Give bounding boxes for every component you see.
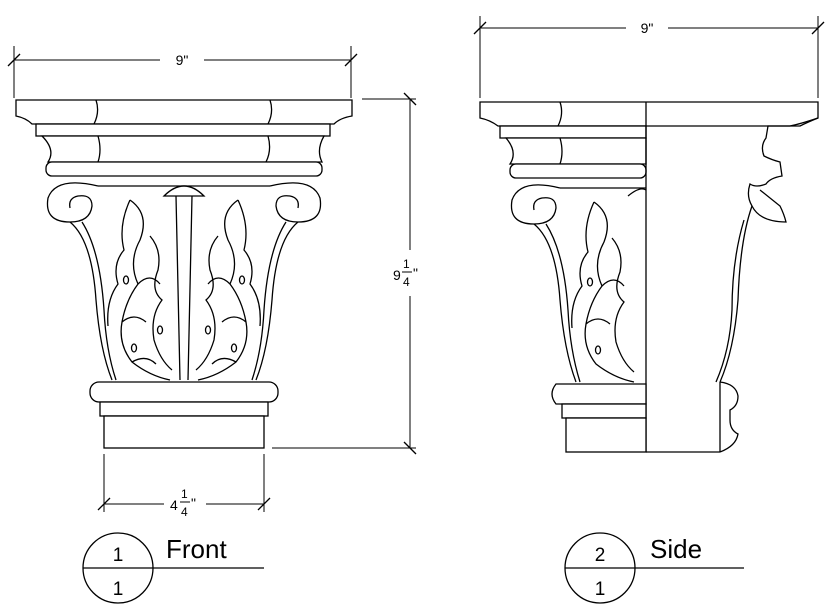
side-view-title-block: 2 1 Side	[564, 532, 744, 604]
front-base-width-unit: "	[191, 495, 196, 511]
side-base-block	[565, 417, 647, 453]
front-height-dimension: 9 1 4 "	[272, 92, 418, 455]
side-abacus	[479, 101, 819, 127]
front-abacus	[15, 99, 353, 125]
side-neck-ring	[509, 163, 647, 179]
front-bubble-sheet-number: 1	[113, 579, 124, 600]
front-leaf-drops	[122, 275, 246, 353]
side-view-title: Side	[650, 534, 702, 564]
front-bell-outline	[69, 221, 299, 381]
side-volute	[510, 184, 561, 225]
front-right-volute	[269, 182, 322, 223]
front-neck-ring	[45, 161, 323, 177]
side-leaf-drops	[586, 277, 602, 355]
front-base-width-denominator: 4	[181, 505, 188, 519]
front-center-boss	[162, 185, 206, 197]
front-view: 9"	[7, 46, 418, 604]
side-bell-outline	[533, 223, 581, 383]
front-top-width-dimension: 9"	[7, 46, 358, 98]
front-abacus-joint-lines	[93, 99, 273, 125]
side-section-profile	[645, 102, 819, 453]
front-base-width-dimension: 4 1 4 "	[97, 454, 271, 519]
front-base-width-numerator: 1	[181, 487, 188, 501]
front-base-block	[103, 415, 265, 449]
side-bubble-sheet-number: 1	[595, 579, 606, 600]
front-echinus-band	[40, 135, 326, 163]
front-left-acanthus-leaf	[107, 199, 173, 381]
front-right-acanthus-leaf	[195, 199, 261, 381]
side-astragal	[551, 383, 647, 405]
front-height-denominator: 4	[403, 275, 410, 289]
side-abacus-fillet	[499, 125, 647, 139]
side-top-width-dimension: 9"	[473, 16, 825, 98]
front-bubble-detail-number: 1	[113, 545, 124, 566]
front-height-whole: 9	[393, 267, 401, 283]
side-base-fillet	[561, 403, 647, 419]
side-top-width-label: 9"	[641, 20, 654, 36]
front-top-width-label: 9"	[176, 52, 189, 68]
front-height-unit: "	[413, 265, 418, 281]
front-view-title: Front	[166, 534, 227, 564]
front-base-fillet	[99, 401, 269, 417]
front-astragal	[89, 381, 279, 403]
front-height-numerator: 1	[403, 257, 410, 271]
front-abacus-fillet	[35, 123, 331, 137]
side-echinus-band	[504, 137, 647, 165]
side-bubble-detail-number: 2	[595, 545, 606, 566]
front-base-width-whole: 4	[170, 497, 178, 513]
front-view-title-block: 1 1 Front	[82, 532, 264, 604]
front-left-volute	[46, 182, 99, 223]
side-acanthus-leaf	[571, 201, 635, 383]
side-view: 9"	[473, 16, 825, 604]
